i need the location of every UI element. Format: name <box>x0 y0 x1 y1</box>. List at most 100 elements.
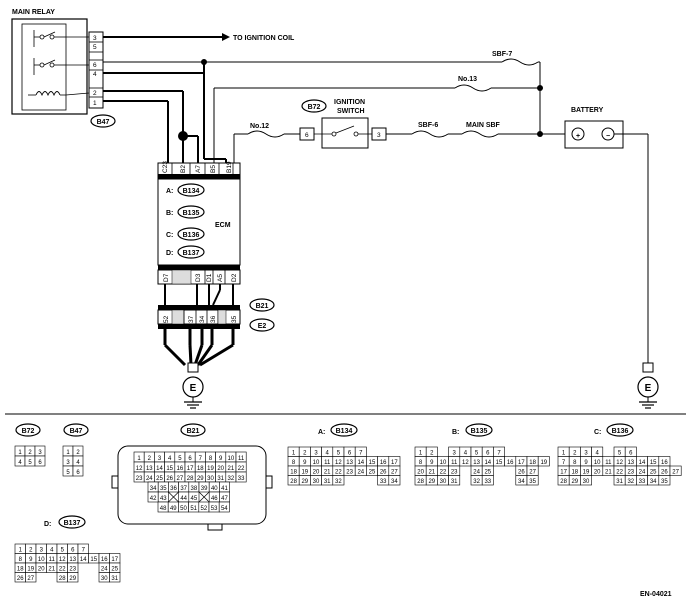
pin-number: 44 <box>180 496 187 502</box>
main-relay: MAIN RELAY 3 5 6 4 2 1 <box>11 9 116 128</box>
pin-number: 34 <box>150 486 157 492</box>
pin-number: 15 <box>496 460 503 466</box>
pin-number: 11 <box>605 460 612 466</box>
pin-number: 3 <box>66 460 70 466</box>
relay-connector-ref: B47 <box>97 119 110 126</box>
ground-label: E <box>645 383 652 394</box>
pin-number: 54 <box>221 506 228 512</box>
pin-number: 31 <box>111 576 118 582</box>
pin-number: 18 <box>529 460 536 466</box>
pin-number: 9 <box>219 456 223 462</box>
ecm-connector-letter: B: <box>166 210 173 217</box>
pin-number: 18 <box>197 466 204 472</box>
pin-number: 13 <box>69 557 76 563</box>
pin-number: 3 <box>314 450 318 456</box>
pin-number: 16 <box>380 460 387 466</box>
pin-number: 1 <box>562 450 566 456</box>
pin-number: 1 <box>137 456 141 462</box>
pin-number: 2 <box>28 450 32 456</box>
fuse-main-sbf: MAIN SBF <box>466 122 501 129</box>
ecm-bottom-pin: D2 <box>231 273 238 282</box>
pin-number: 20 <box>313 469 320 475</box>
pin-number: 29 <box>571 479 578 485</box>
joint-ref: B21 <box>256 303 269 310</box>
pin-number: 18 <box>17 566 24 572</box>
pin-number: 5 <box>178 456 182 462</box>
pin-number: 2 <box>148 456 152 462</box>
pin-number: 20 <box>217 466 224 472</box>
pin-number: 3 <box>453 450 457 456</box>
pin-number: 4 <box>326 450 330 456</box>
connector-letter: A: <box>318 429 325 436</box>
pin-number: 34 <box>650 479 657 485</box>
pin-number: 27 <box>27 576 34 582</box>
pin-number: 12 <box>462 460 469 466</box>
pin-number: 2 <box>303 450 307 456</box>
pin-number: 27 <box>391 469 398 475</box>
ignition-switch-pin: 6 <box>305 132 309 139</box>
ecm-connector-ref: B137 <box>183 250 200 257</box>
fuse-no12: No.12 <box>250 123 269 130</box>
blank-pin-cross <box>168 491 179 503</box>
connector-letter: D: <box>44 521 51 528</box>
pin-number: 45 <box>191 496 198 502</box>
pin-number: 21 <box>605 469 612 475</box>
pin-number: 2 <box>430 450 434 456</box>
pin-number: 7 <box>359 450 363 456</box>
pin-number: 20 <box>594 469 601 475</box>
pin-number: 8 <box>19 557 23 563</box>
pin-cell <box>109 572 121 583</box>
pin-number: 26 <box>380 469 387 475</box>
pin-cell <box>537 456 550 467</box>
ecm-top-pin: A7 <box>195 165 202 173</box>
pin-number: 19 <box>301 469 308 475</box>
pin-number: 36 <box>170 486 177 492</box>
pin-number: 4 <box>464 450 468 456</box>
pin-number: 14 <box>639 460 646 466</box>
pin-number: 34 <box>391 479 398 485</box>
pin-number: 49 <box>170 506 177 512</box>
pin-number: 32 <box>627 479 634 485</box>
pin-number: 38 <box>191 486 198 492</box>
ecm-bottom-pin: A5 <box>217 274 224 282</box>
pin-number: 15 <box>650 460 657 466</box>
pin-number: 16 <box>507 460 514 466</box>
connector-ref: B137 <box>64 520 81 527</box>
ignition-switch-title: IGNITION <box>334 99 365 106</box>
pin-number: 6 <box>188 456 192 462</box>
pin-number: 21 <box>324 469 331 475</box>
relay-pin: 1 <box>93 100 97 107</box>
pin-number: 7 <box>562 460 566 466</box>
pin-cell <box>72 465 84 477</box>
pin-number: 12 <box>136 466 143 472</box>
pin-cell <box>669 465 682 476</box>
pin-number: 12 <box>616 460 623 466</box>
pin-number: 28 <box>417 479 424 485</box>
pin-number: 24 <box>101 566 108 572</box>
pin-number: 14 <box>156 466 163 472</box>
pin-number: 31 <box>616 479 623 485</box>
pin-number: 22 <box>59 566 66 572</box>
pin-number: 25 <box>156 476 163 482</box>
battery-minus-icon: − <box>606 133 610 140</box>
pin-number: 17 <box>391 460 398 466</box>
connector-view-b21: B21 <box>111 423 273 531</box>
pin-number: 19 <box>27 566 34 572</box>
main-relay-title: MAIN RELAY <box>12 9 55 16</box>
pin-number: 8 <box>419 460 423 466</box>
pin-number: 24 <box>146 476 153 482</box>
ecm-connector-letter: A: <box>166 188 173 195</box>
pin-number: 3 <box>158 456 162 462</box>
ground-label: E <box>190 383 197 394</box>
pin-number: 12 <box>335 460 342 466</box>
pin-number: 33 <box>639 479 646 485</box>
connector-view-b134: A: B134 <box>318 423 358 437</box>
figure-code: EN-04021 <box>640 591 672 598</box>
pin-number: 3 <box>584 450 588 456</box>
pin-number: 9 <box>303 460 307 466</box>
pin-number: 25 <box>369 469 376 475</box>
pin-number: 24 <box>357 469 364 475</box>
joint-pin: 36 <box>210 315 217 323</box>
pin-number: 6 <box>348 450 352 456</box>
fuse-no13: No.13 <box>458 76 477 83</box>
